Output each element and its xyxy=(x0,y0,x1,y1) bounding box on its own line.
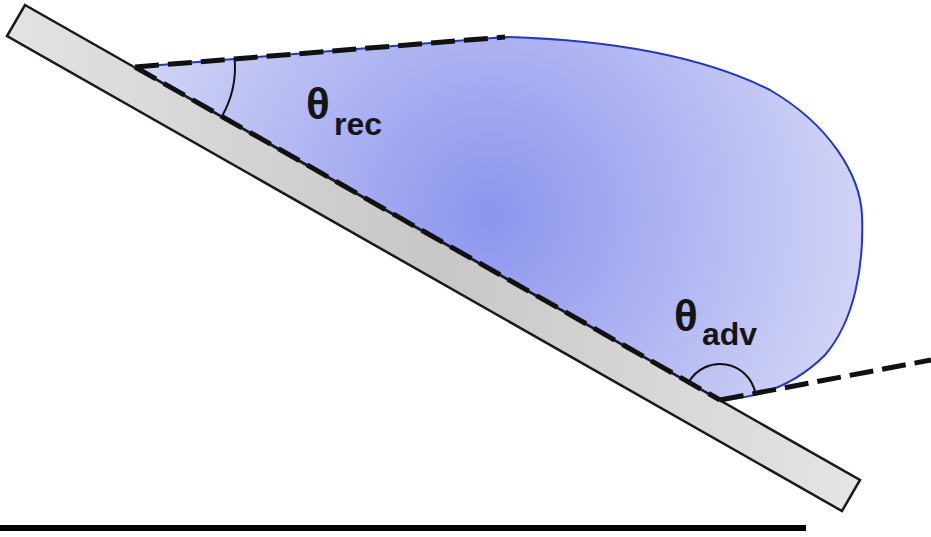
angle-subscript: adv xyxy=(702,316,757,352)
angle-label-wrap: θ xyxy=(674,294,698,338)
water-droplet xyxy=(135,37,862,400)
advancing-angle-arc xyxy=(689,364,756,393)
ground-line xyxy=(0,525,806,531)
angle-symbol: θ xyxy=(306,79,330,128)
receding-angle-arc xyxy=(222,59,235,117)
angle-subscript: rec xyxy=(334,106,382,142)
angle-label-wrap: adv xyxy=(702,318,757,350)
angle-label-wrap: θ xyxy=(306,82,330,126)
angle-symbol: θ xyxy=(674,291,698,340)
receding-tangent xyxy=(135,37,505,67)
angle-label-wrap: rec xyxy=(334,108,382,140)
advancing-tangent xyxy=(720,360,931,400)
